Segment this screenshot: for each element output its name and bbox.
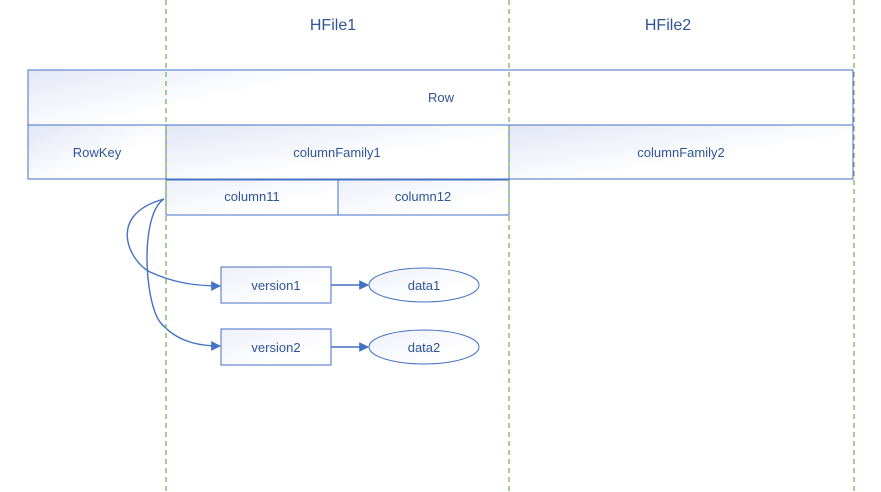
version1-label: version1 bbox=[251, 278, 300, 293]
row-box bbox=[27, 69, 854, 126]
rowkey-box bbox=[27, 124, 167, 180]
column11-label: column11 bbox=[224, 189, 279, 204]
data1-label: data1 bbox=[408, 278, 441, 293]
data1-ellipse bbox=[368, 267, 480, 303]
column-family2-label: columnFamily2 bbox=[637, 145, 724, 160]
column12-label: column12 bbox=[395, 189, 451, 204]
row-label: Row bbox=[428, 90, 455, 105]
column-family1-box bbox=[165, 124, 510, 180]
hfile1-label: HFile1 bbox=[310, 17, 356, 34]
column-family1-label: columnFamily1 bbox=[293, 145, 380, 160]
hfile2-label: HFile2 bbox=[645, 17, 691, 34]
data2-ellipse bbox=[368, 329, 480, 365]
column12-box bbox=[337, 179, 510, 216]
connector-column11-to-version2 bbox=[146, 198, 221, 351]
data2-label: data2 bbox=[408, 340, 441, 355]
column-family2-box bbox=[508, 124, 854, 180]
version2-label: version2 bbox=[251, 340, 300, 355]
rowkey-label: RowKey bbox=[73, 145, 122, 160]
column11-box bbox=[165, 179, 339, 216]
